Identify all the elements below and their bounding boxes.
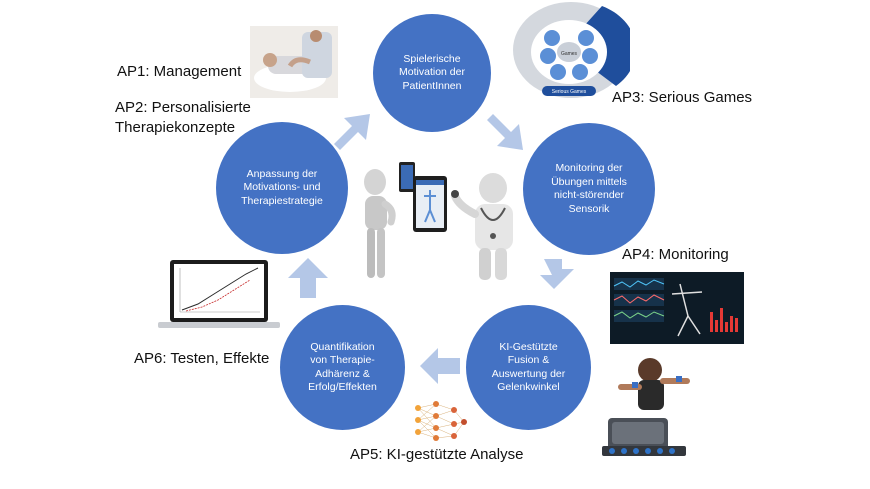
arrow-top-right <box>487 114 523 150</box>
serious-games-center-label: Games <box>561 51 578 57</box>
robot-figures-tablet <box>355 158 525 283</box>
label-ap6: AP6: Testen, Effekte <box>134 350 270 367</box>
circle-ki-fusion: KI-Gestützte Fusion & Auswertung der Gel… <box>466 305 591 430</box>
circle-quantifikation: Quantifikation von Therapie- Adhärenz & … <box>280 305 405 430</box>
label-ap3: AP3: Serious Games <box>612 89 753 106</box>
arrow-bottom-left <box>420 348 460 384</box>
arrow-right-down <box>540 259 574 289</box>
circle-motivation: Spielerische Motivation der PatientInnen <box>373 14 491 132</box>
sensor-kit-photo <box>598 348 702 466</box>
arrow-top-left <box>334 114 370 150</box>
neural-network-icon <box>412 398 468 442</box>
circle-anpassung: Anpassung der Motivations- und Therapies… <box>216 122 348 254</box>
monitoring-dashboard <box>610 272 744 344</box>
serious-games-footer-label: Serious Games <box>552 89 587 95</box>
laptop-chart <box>158 258 280 332</box>
label-ap5: AP5: KI-gestützte Analyse <box>350 446 524 463</box>
arrow-left-up <box>288 258 328 298</box>
serious-games-diagram: Games Serious Games <box>512 0 630 100</box>
label-ap1: AP1: Management <box>117 63 242 80</box>
circle-monitoring: Monitoring der Übungen mittels nicht-stö… <box>523 123 655 255</box>
label-ap4: AP4: Monitoring <box>622 246 729 263</box>
label-ap2: AP2: Personalisierte Therapiekonzepte <box>115 99 251 136</box>
therapy-photo <box>250 26 338 98</box>
